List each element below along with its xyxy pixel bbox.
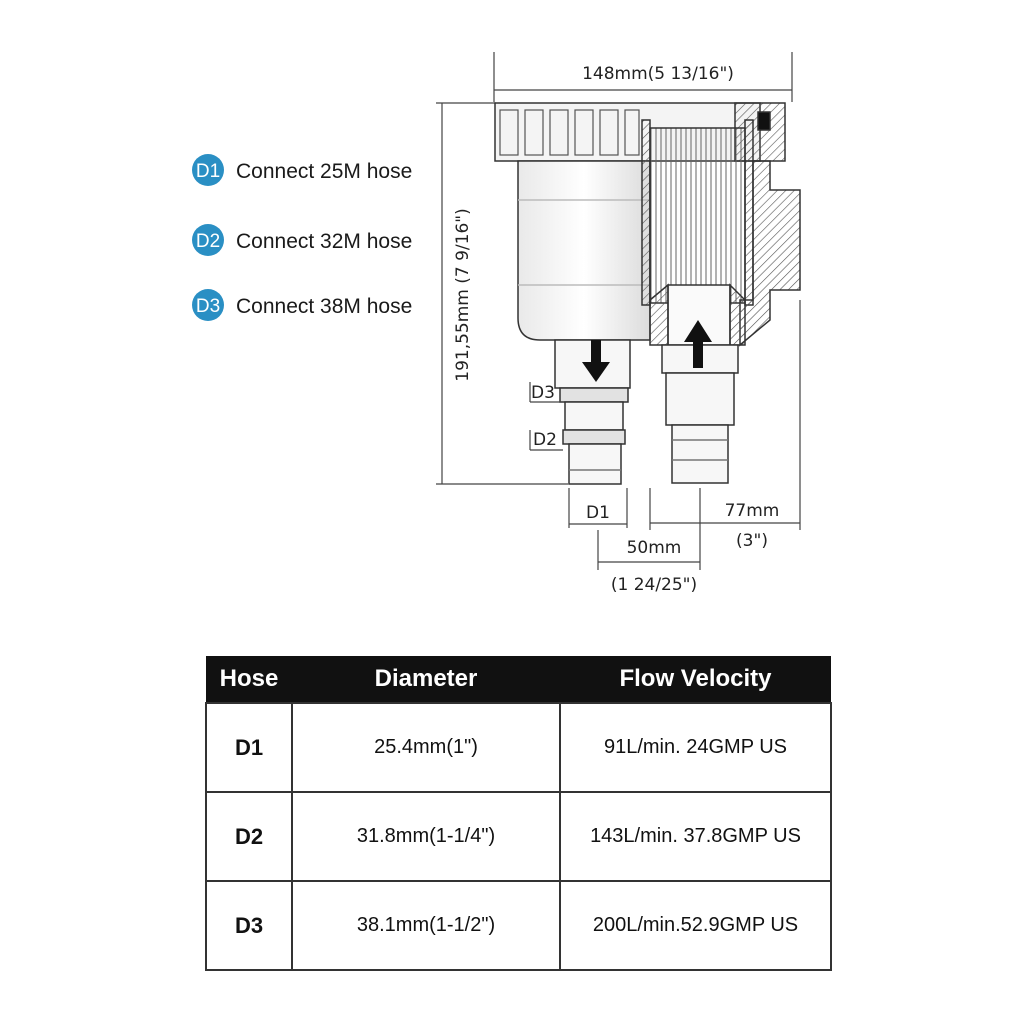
d3-badge-label: D3 bbox=[196, 296, 220, 317]
d1-badge-icon bbox=[192, 154, 224, 186]
table-header-row: Hose Diameter Flow Velocity bbox=[206, 656, 831, 703]
d3-legend-text: Connect 38M hose bbox=[236, 295, 412, 318]
inlet-offset-label: 77mm bbox=[725, 501, 780, 521]
outlet-offset-dimension bbox=[597, 488, 701, 570]
flow-cell: 143L/min. 37.8GMP US bbox=[559, 791, 832, 882]
d1-badge-label: D1 bbox=[196, 161, 220, 182]
outlet-size-markers bbox=[529, 382, 628, 528]
table-row: D2 31.8mm(1-1/4") 143L/min. 37.8GMP US bbox=[205, 791, 832, 882]
d1-marker-label: D1 bbox=[586, 503, 610, 523]
column-header-hose: Hose bbox=[206, 656, 292, 703]
legend: D1 Connect 25M hose D2 Connect 32M hose … bbox=[192, 154, 412, 321]
table-row: D3 38.1mm(1-1/2") 200L/min.52.9GMP US bbox=[205, 880, 832, 971]
legend-item-d3: D3 Connect 38M hose bbox=[192, 289, 412, 321]
inlet-flow-arrow-icon bbox=[684, 320, 712, 368]
strainer-body bbox=[494, 102, 801, 485]
hose-cell: D3 bbox=[205, 880, 293, 971]
flow-cell: 91L/min. 24GMP US bbox=[559, 702, 832, 793]
outlet-offset-label: 50mm bbox=[627, 538, 682, 558]
column-header-diameter: Diameter bbox=[292, 656, 560, 703]
width-dimension-label: 148mm(5 13/16") bbox=[582, 64, 734, 84]
d3-marker-label: D3 bbox=[531, 383, 555, 403]
width-dimension bbox=[493, 52, 793, 102]
hose-cell: D1 bbox=[205, 702, 293, 793]
diameter-cell: 38.1mm(1-1/2") bbox=[291, 880, 561, 971]
legend-item-d2: D2 Connect 32M hose bbox=[192, 224, 412, 256]
diameter-cell: 25.4mm(1") bbox=[291, 702, 561, 793]
d3-badge-icon bbox=[192, 289, 224, 321]
outlet-offset-inch-label: (1 24/25") bbox=[611, 575, 697, 595]
d1-legend-text: Connect 25M hose bbox=[236, 160, 412, 183]
hose-cell: D2 bbox=[205, 791, 293, 882]
d2-marker-label: D2 bbox=[533, 430, 557, 450]
flow-cell: 200L/min.52.9GMP US bbox=[559, 880, 832, 971]
hose-spec-table: Hose Diameter Flow Velocity D1 25.4mm(1"… bbox=[205, 656, 832, 971]
inlet-offset-dimension bbox=[649, 300, 801, 530]
diameter-cell: 31.8mm(1-1/4") bbox=[291, 791, 561, 882]
d2-badge-icon bbox=[192, 224, 224, 256]
table-row: D1 25.4mm(1") 91L/min. 24GMP US bbox=[205, 702, 832, 793]
strainer-diagram: D1 Connect 25M hose D2 Connect 32M hose … bbox=[192, 52, 801, 595]
d2-badge-label: D2 bbox=[196, 231, 220, 252]
inlet-offset-inch-label: (3") bbox=[736, 531, 768, 551]
outlet-flow-arrow-icon bbox=[582, 340, 610, 382]
d2-legend-text: Connect 32M hose bbox=[236, 230, 412, 253]
column-header-flow-velocity: Flow Velocity bbox=[560, 656, 831, 703]
height-dimension bbox=[436, 102, 568, 485]
legend-item-d1: D1 Connect 25M hose bbox=[192, 154, 412, 186]
height-dimension-label: 191,55mm (7 9/16") bbox=[453, 208, 473, 382]
